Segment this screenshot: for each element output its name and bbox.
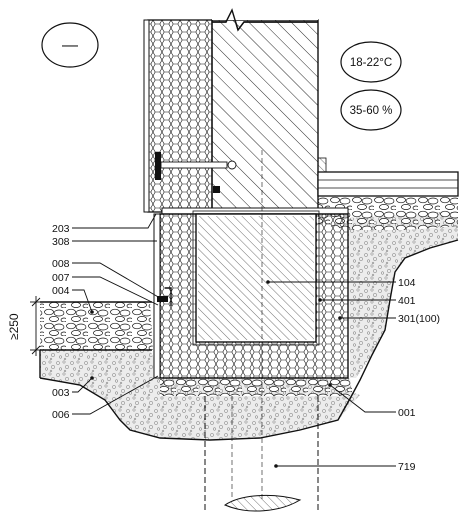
humidity-circle: [340, 89, 402, 131]
leader-dot-719: [274, 464, 278, 468]
skirting: [317, 157, 327, 173]
leader-203: [72, 213, 157, 229]
anchor-plate: [155, 152, 161, 180]
gravel-fill-right: [348, 212, 458, 378]
leader-dot-401: [318, 298, 322, 302]
break-line-top-2: [212, 8, 318, 32]
dim-tick-bottom: [31, 345, 41, 355]
label-203: 203: [52, 223, 70, 235]
pile-break-symbol: [223, 495, 302, 512]
interior-symbol-text: —: [62, 37, 78, 54]
label-007: 007: [52, 272, 70, 284]
flashing-angle: [165, 287, 172, 306]
break-cover: [212, 0, 318, 20]
label-006: 006: [52, 409, 70, 421]
concrete-hatch: [198, 216, 314, 340]
label-401: 401: [398, 295, 416, 307]
leader-004: [72, 289, 93, 313]
anchor-rod: [160, 161, 228, 169]
interior-symbol-circle: [41, 22, 99, 68]
stones-layer-004: [40, 302, 153, 350]
leader-dot-004: [90, 310, 94, 314]
upper-wall-insulation: [147, 19, 213, 213]
dim-tick-top: [31, 297, 41, 307]
leader-dot-301: [338, 316, 342, 320]
temperature-circle: [340, 41, 402, 83]
leader-dot-104: [266, 280, 270, 284]
leader-dot-001: [328, 383, 332, 387]
membrane-401: [192, 210, 320, 346]
label-104: 104: [398, 277, 416, 289]
floor-slab: [317, 171, 459, 197]
leader-003: [72, 377, 93, 393]
anchor-head: [227, 160, 237, 170]
label-719: 719: [398, 461, 416, 473]
humidity-text: 35-60 %: [350, 105, 393, 117]
leader-001: [329, 384, 396, 413]
leader-006: [72, 375, 159, 415]
render-layer: [143, 19, 150, 213]
label-008: 008: [52, 258, 70, 270]
temperature-text: 18-22°C: [350, 57, 392, 69]
leader-007: [72, 276, 159, 306]
label-003: 003: [52, 387, 70, 399]
leader-dot-003: [90, 376, 94, 380]
leader-008: [72, 262, 161, 299]
dimension-label: ≥250: [7, 313, 21, 340]
gravel-boundary-right: [39, 239, 459, 441]
label-301: 301(100): [398, 313, 440, 325]
label-308: 308: [52, 236, 70, 248]
masonry-wall: [211, 19, 319, 215]
label-001: 001: [398, 407, 416, 419]
stones-under-floor: [318, 196, 458, 230]
label-004: 004: [52, 285, 70, 297]
stones-under-footing: [160, 378, 352, 396]
small-fixing: [213, 186, 220, 193]
